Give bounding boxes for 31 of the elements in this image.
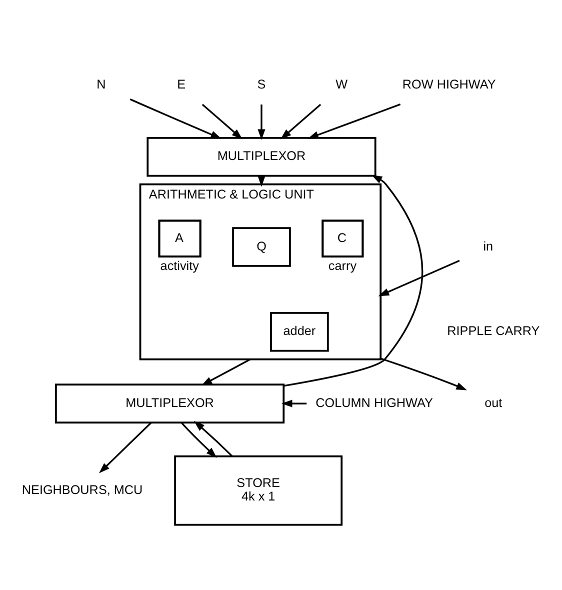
arrow <box>280 103 322 139</box>
node-text: ROW HIGHWAY <box>402 76 496 91</box>
node-box: A <box>158 219 202 258</box>
arrow <box>201 358 251 386</box>
node-text: E <box>177 76 186 91</box>
node-box: adder <box>270 311 329 352</box>
node-text: N <box>96 76 106 91</box>
arrow <box>378 259 460 296</box>
label: RIPPLE CARRY <box>447 324 540 338</box>
arrow <box>380 357 468 390</box>
node-box: MULTIPLEXOR <box>54 383 285 423</box>
node-box: Q <box>232 226 291 266</box>
arrow <box>284 174 424 386</box>
arrow <box>98 422 152 473</box>
node-label: carry <box>328 258 357 272</box>
node-box: STORE 4k x 1 <box>174 454 343 526</box>
node-text: in <box>483 238 494 253</box>
node-text: out <box>484 395 502 410</box>
arrow <box>180 422 217 458</box>
arrow <box>130 98 222 138</box>
arrow <box>194 420 233 456</box>
node-text: COLUMN HIGHWAY <box>316 395 433 410</box>
node-box: C <box>322 219 364 258</box>
node-text: S <box>257 76 266 91</box>
arrow <box>281 399 307 407</box>
arrow <box>258 104 266 140</box>
node-text: W <box>336 76 348 91</box>
arrow <box>202 103 243 139</box>
arrow <box>308 103 401 138</box>
node-label: activity <box>160 258 199 272</box>
node-text: NEIGHBOURS, MCU <box>22 482 143 496</box>
